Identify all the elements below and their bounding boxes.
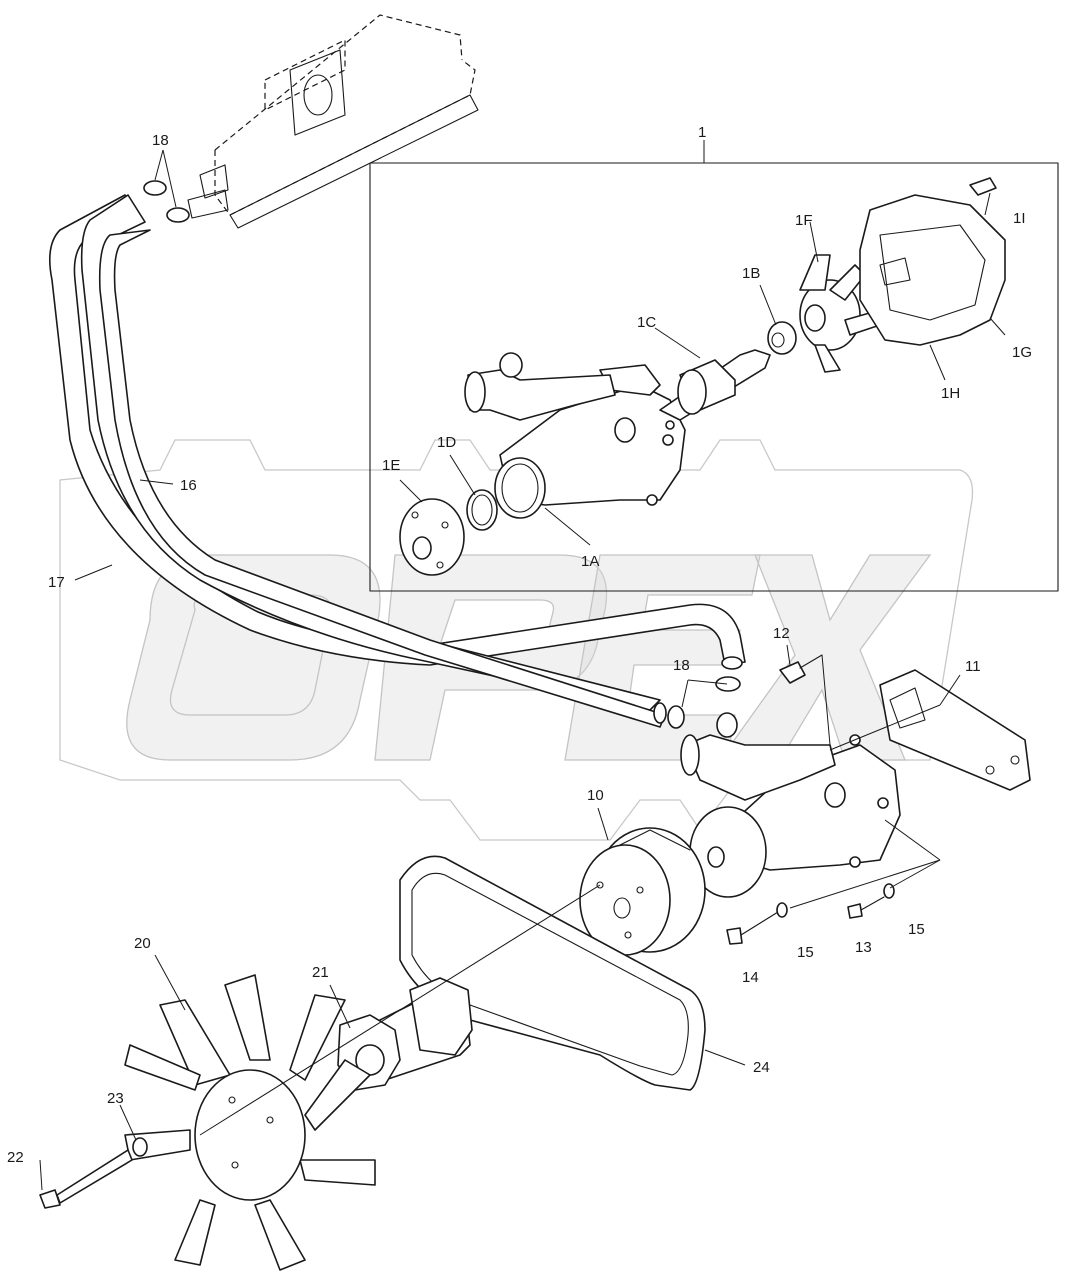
pump-body-1A — [464, 352, 686, 519]
circlip-1D — [466, 489, 498, 531]
callout-13: 13 — [855, 939, 872, 956]
callout-1: 1 — [698, 124, 706, 141]
callout-22: 22 — [7, 1149, 24, 1166]
callout-1G: 1G — [1012, 344, 1032, 361]
callout-1C: 1C — [637, 314, 656, 331]
callout-12: 12 — [773, 625, 790, 642]
pulley-10 — [579, 827, 706, 956]
callout-14: 14 — [742, 969, 759, 986]
callout-1A: 1A — [581, 553, 599, 570]
callout-18-lower: 18 — [673, 657, 690, 674]
callout-21: 21 — [312, 964, 329, 981]
gasket-11 — [879, 669, 1031, 791]
water-pump-assembled — [680, 712, 901, 898]
callout-1D: 1D — [437, 434, 456, 451]
callout-15-right: 15 — [908, 921, 925, 938]
callout-16: 16 — [180, 477, 197, 494]
cover-plate-1H — [859, 194, 1006, 346]
bolt-22 — [39, 1149, 133, 1209]
callout-17: 17 — [48, 574, 65, 591]
hose-16 — [80, 194, 743, 728]
washer-15-left — [776, 902, 788, 918]
hub-flange-1E — [399, 498, 465, 576]
callout-20: 20 — [134, 935, 151, 952]
pump-kit-frame — [369, 140, 1059, 592]
callout-24: 24 — [753, 1059, 770, 1076]
bolt-1I — [969, 177, 997, 196]
hose-clamp-18-lower — [667, 676, 741, 729]
hose-17 — [49, 194, 746, 666]
hose-clamp-18-upper — [143, 180, 190, 223]
callout-18-upper: 18 — [152, 132, 169, 149]
callout-1B: 1B — [742, 265, 760, 282]
callout-1H: 1H — [941, 385, 960, 402]
shaft-bearing-1C — [659, 349, 771, 421]
fan-spacer-21 — [337, 977, 473, 1091]
bolt-13 — [847, 896, 885, 919]
callout-10: 10 — [587, 787, 604, 804]
callout-1E: 1E — [382, 457, 400, 474]
watermark-gear-outline — [59, 439, 974, 841]
seal-1B — [767, 321, 797, 355]
callout-1F: 1F — [795, 212, 813, 229]
bolt-12 — [779, 654, 823, 684]
bolt-14 — [726, 911, 779, 945]
callout-1I: 1I — [1013, 210, 1026, 227]
callout-15-left: 15 — [797, 944, 814, 961]
callout-11: 11 — [965, 658, 981, 675]
callout-labels: 1 1A 1B 1C 1D 1E 1F 1G 1H 1I 10 11 12 13… — [7, 124, 1032, 1166]
callout-23: 23 — [107, 1090, 124, 1107]
radiator-tank — [187, 14, 479, 229]
washer-23 — [132, 1137, 148, 1157]
leader-lines — [39, 149, 1006, 1191]
fan-20 — [124, 974, 376, 1271]
